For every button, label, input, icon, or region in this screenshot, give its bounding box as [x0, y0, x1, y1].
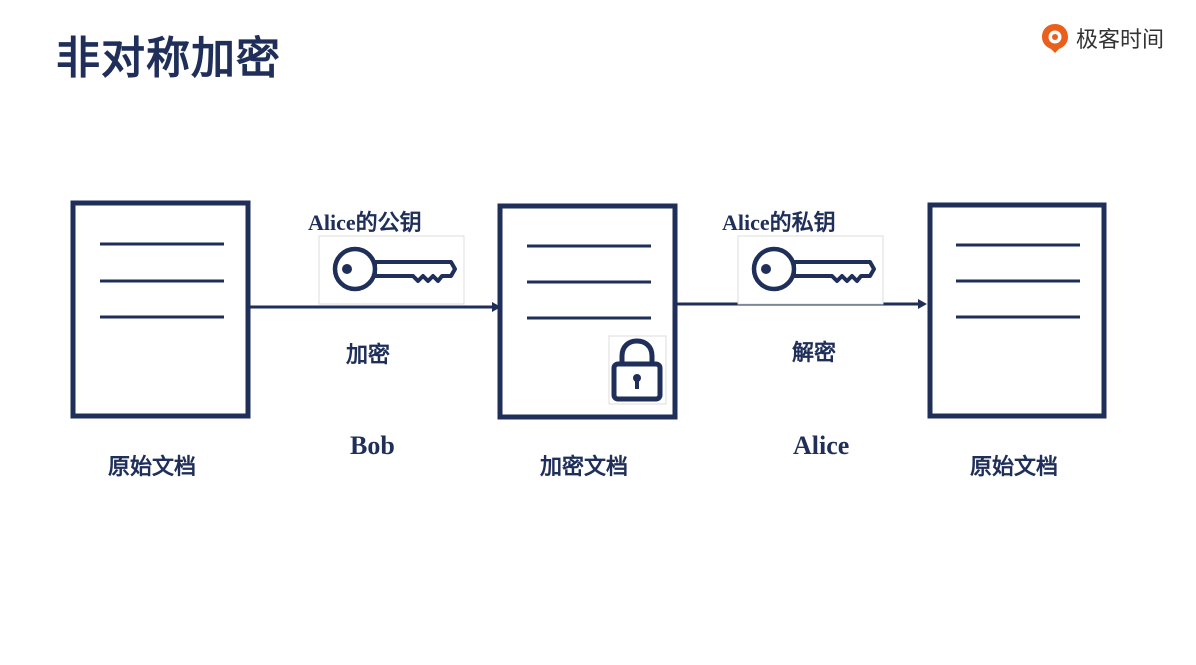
geekbang-logo-icon	[1042, 24, 1068, 53]
sender-label: Bob	[350, 431, 395, 460]
public-key-label: Alice的公钥	[308, 210, 422, 236]
brand-name: 极客时间	[1076, 28, 1165, 53]
decrypt-label: 解密	[792, 341, 837, 366]
key-icon	[737, 235, 884, 305]
document-icon	[927, 202, 1107, 419]
key-icon	[318, 235, 465, 305]
page-title: 非对称加密	[56, 33, 281, 84]
arrow-icon	[248, 302, 501, 312]
lock-icon	[608, 335, 667, 405]
receiver-label: Alice	[793, 431, 850, 460]
document-icon	[70, 200, 251, 419]
decrypted-document-caption: 原始文档	[970, 455, 1059, 480]
brand-logo: 极客时间	[1040, 22, 1164, 54]
original-document-caption: 原始文档	[108, 455, 197, 480]
encrypted-document-caption: 加密文档	[540, 455, 629, 480]
private-key-label: Alice的私钥	[722, 210, 836, 236]
encrypt-label: 加密	[346, 343, 391, 368]
